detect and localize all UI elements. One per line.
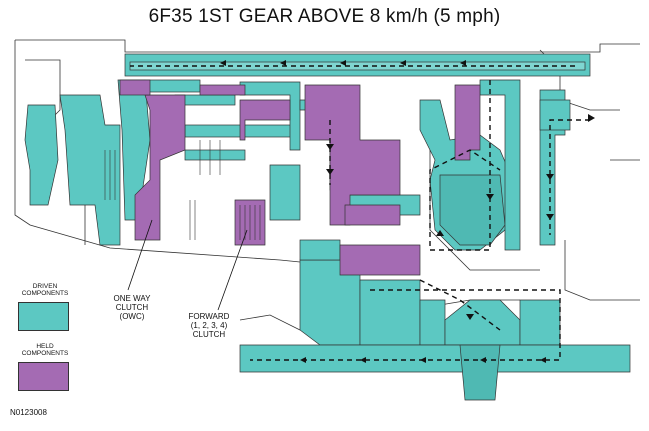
owc-line1: ONE WAY xyxy=(113,294,151,303)
legend-driven-swatch xyxy=(18,302,69,331)
owc-line2: CLUTCH xyxy=(115,303,149,312)
owc-line3: (OWC) xyxy=(119,312,145,321)
legend-driven-line1: DRIVEN xyxy=(32,283,58,290)
figure-code: N0123008 xyxy=(10,408,47,417)
forward-clutch-callout: FORWARD (1, 2, 3, 4) CLUTCH xyxy=(178,312,240,339)
forward-line2: (1, 2, 3, 4) xyxy=(190,321,228,330)
diagram-title: 6F35 1ST GEAR ABOVE 8 km/h (5 mph) xyxy=(148,6,501,27)
legend-held-label: HELD COMPONENTS xyxy=(10,343,80,357)
legend-held-swatch xyxy=(18,362,69,391)
clutch-plates xyxy=(104,140,261,240)
driven-components xyxy=(24,53,631,401)
owc-callout: ONE WAY CLUTCH (OWC) xyxy=(102,294,162,321)
forward-line3: CLUTCH xyxy=(192,330,226,339)
callout-leaders xyxy=(127,219,248,311)
legend-held-line2: COMPONENTS xyxy=(21,350,69,357)
flow-arrows xyxy=(220,60,595,363)
legend-driven-line2: COMPONENTS xyxy=(21,290,69,297)
legend-driven-label: DRIVEN COMPONENTS xyxy=(10,283,80,297)
legend-held-line1: HELD xyxy=(36,343,54,350)
forward-line1: FORWARD xyxy=(188,312,230,321)
